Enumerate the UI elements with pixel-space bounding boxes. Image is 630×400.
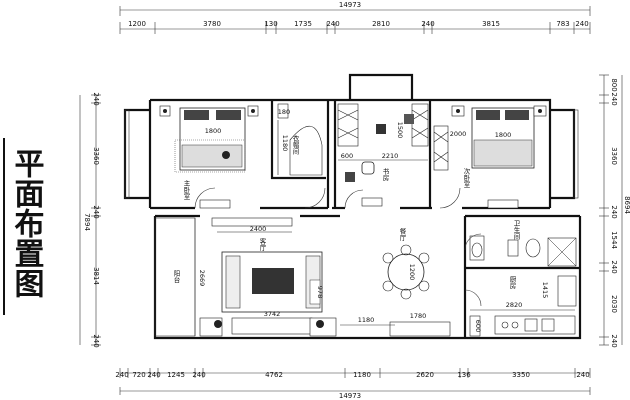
dim-kitchen-w: 2820 — [506, 301, 523, 309]
door-arcs — [194, 187, 482, 307]
room-balcony: 阳台 — [172, 269, 180, 285]
right-dimension-lines — [599, 74, 623, 346]
right-dim: 2030 — [610, 295, 618, 313]
room-kitchen: 厨房 — [508, 276, 516, 291]
left-dimension-lines — [79, 94, 101, 346]
room-dining-room: 餐厅 — [398, 227, 406, 242]
dim-kitchen-h: 1415 — [541, 282, 549, 299]
tv-cabinet — [211, 217, 293, 233]
bottom-dim: 240 — [147, 371, 160, 379]
bottom-dim: 1180 — [353, 371, 371, 379]
right-dim: 240 — [610, 334, 618, 347]
dim-closet-a: 180 — [278, 108, 290, 116]
master-dresser — [199, 199, 231, 209]
nightstands — [159, 105, 259, 117]
room-study: 书房 — [381, 167, 389, 183]
dim-master-bed: 1800 — [205, 127, 222, 135]
bottom-dim: 3350 — [512, 371, 530, 379]
bottom-dim: 240 — [192, 371, 205, 379]
right-dim: 800 — [610, 78, 618, 91]
balcony-rails — [124, 109, 579, 337]
right-dims: 800 240 3360 240 1544 240 2030 240 8694 — [610, 78, 630, 347]
total-width-bottom: 14973 — [339, 392, 361, 400]
dim-second-bed: 1800 — [495, 131, 512, 139]
study-furniture — [337, 103, 429, 207]
dim-table: 978 — [316, 286, 324, 298]
shoe-cabinet — [389, 321, 451, 337]
title-text: 平面布置图 — [9, 148, 45, 298]
total-width-top: 14973 — [339, 1, 361, 9]
walk-in-closet — [277, 103, 323, 176]
top-dim: 130 — [264, 20, 277, 28]
dim-dining: 1200 — [408, 264, 416, 281]
room-living-room: 客厅 — [258, 237, 266, 252]
top-dim: 240 — [326, 20, 339, 28]
dining-set — [382, 244, 430, 300]
bottom-dimension-lines — [119, 368, 591, 395]
left-dim: 240 — [92, 92, 100, 105]
right-dim: 8694 — [623, 196, 630, 214]
top-dim: 240 — [575, 20, 588, 28]
bathroom-fixtures — [469, 235, 577, 267]
bottom-dim: 4762 — [265, 371, 283, 379]
dim-study-c: 2210 — [382, 152, 399, 160]
top-dim: 240 — [421, 20, 434, 28]
bottom-dim: 2620 — [416, 371, 434, 379]
dim-study-b: 600 — [341, 152, 353, 160]
bottom-dim: 240 — [115, 371, 128, 379]
sofa-set — [199, 251, 337, 337]
dim-tv-wall: 2400 — [250, 225, 267, 233]
dim-sofa: 3742 — [264, 310, 281, 318]
left-dim: 240 — [92, 334, 100, 347]
dim-kitchen-s: 600 — [474, 320, 482, 332]
right-dim: 3360 — [610, 147, 618, 165]
dim-corridor: 1180 — [358, 316, 375, 324]
second-bed — [433, 105, 547, 209]
right-dim: 240 — [610, 92, 618, 105]
master-bed — [179, 107, 246, 171]
left-dim: 7894 — [83, 213, 91, 231]
top-dims: 1200 3780 130 1735 240 2810 240 3815 783… — [128, 20, 589, 28]
bottom-dims: 240 720 240 1245 240 4762 1180 2620 136 … — [115, 371, 589, 379]
bottom-dim: 720 — [132, 371, 145, 379]
plan-title: 平面布置图 — [3, 138, 45, 315]
top-dim: 1200 — [128, 20, 146, 28]
left-dim: 240 — [92, 205, 100, 218]
kitchen-fixtures — [469, 275, 577, 337]
bottom-dim: 136 — [457, 371, 471, 379]
room-walk-in-closet: 衣帽间 — [291, 134, 299, 156]
room-bathroom: 卫生间 — [512, 220, 520, 241]
top-dim: 2810 — [372, 20, 390, 28]
room-master-bedroom: 主卧室 — [182, 179, 190, 200]
left-dims: 240 3360 240 7894 3814 240 — [83, 92, 100, 347]
left-dim: 3360 — [92, 147, 100, 165]
dim-study-a: 1500 — [396, 122, 404, 139]
dim-cabinet: 1780 — [410, 312, 427, 320]
right-dim: 240 — [610, 260, 618, 273]
right-dim: 240 — [610, 205, 618, 218]
top-dim: 3815 — [482, 20, 500, 28]
master-carpet — [174, 139, 246, 173]
bottom-dim: 240 — [576, 371, 589, 379]
room-second-bedroom: 次卧室 — [462, 167, 470, 188]
bottom-dim: 1245 — [167, 371, 185, 379]
top-dim: 3780 — [203, 20, 221, 28]
dim-second-a: 2000 — [450, 130, 467, 138]
right-dim: 1544 — [610, 231, 618, 249]
dim-balcony-h: 2669 — [198, 270, 206, 287]
left-dim: 3814 — [92, 267, 100, 285]
top-dim: 1735 — [294, 20, 312, 28]
dim-closet-b: 1180 — [281, 135, 289, 152]
top-dimension-lines — [119, 6, 591, 34]
top-dim: 783 — [556, 20, 569, 28]
